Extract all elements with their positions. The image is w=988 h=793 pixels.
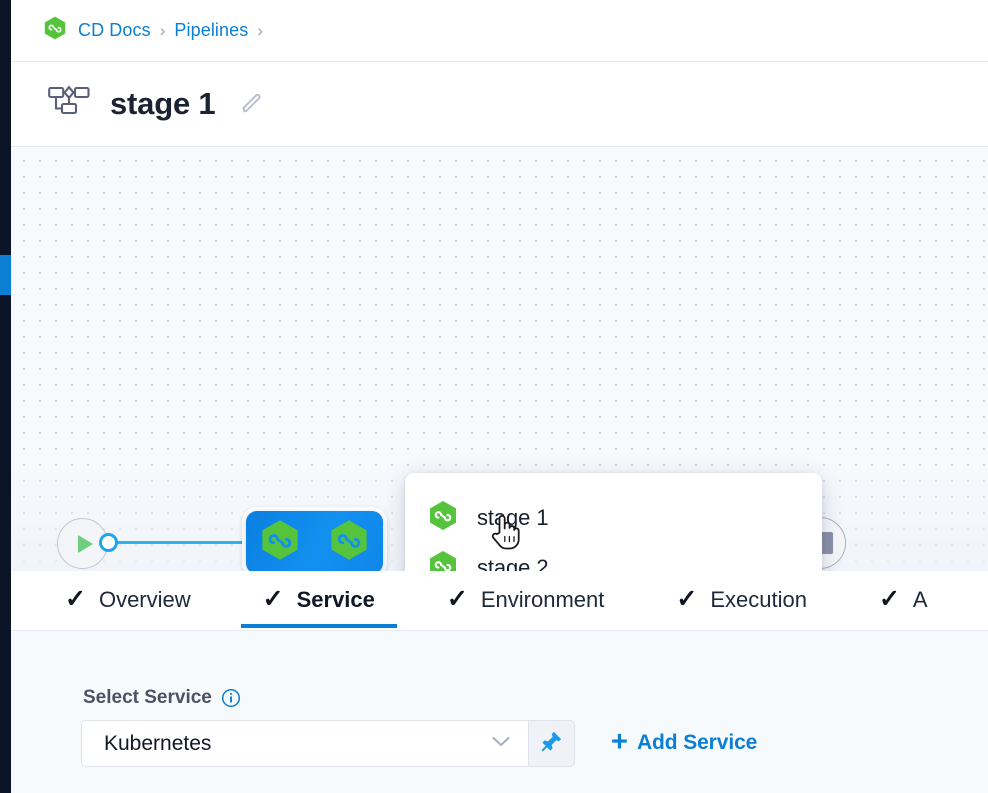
tab-label: Execution [710,586,807,612]
info-circle-icon[interactable] [221,688,241,708]
tab-overview[interactable]: ✓ Overview [43,571,213,628]
breadcrumb-item-pipelines[interactable]: Pipelines [174,20,249,40]
tab-label: A [912,586,928,612]
tab-label: Service [296,586,375,612]
stage-selection-popup[interactable]: stage 1 stage 2 [405,473,822,571]
popup-item-stage-1[interactable]: stage 1 [405,493,822,543]
stage-config-tabs[interactable]: ✓ Overview ✓ Service ✓ Environment ✓ Exe… [11,571,988,631]
breadcrumb: CD Docs › Pipelines › [11,0,988,62]
stop-bar-icon [821,532,833,554]
select-service-control[interactable]: Kubernetes [81,720,575,767]
chevron-right-icon: › [257,21,264,40]
pin-icon [541,730,563,757]
select-service-label-row: Select Service [83,687,241,709]
tab-environment[interactable]: ✓ Environment [425,571,626,628]
tab-label: Overview [98,586,191,612]
add-service-button[interactable]: + Add Service [611,728,757,757]
harness-cd-hexagon-icon [330,519,368,566]
check-icon: ✓ [878,585,900,613]
chevron-right-icon: › [159,21,166,40]
popup-item-stage-2[interactable]: stage 2 [405,543,822,571]
start-connector-dot[interactable] [99,533,118,552]
check-icon: ✓ [262,585,284,613]
nav-rail-active-indicator [0,255,11,295]
breadcrumb-item-cd-docs[interactable]: CD Docs [78,20,151,40]
left-nav-rail [0,0,11,793]
tab-execution[interactable]: ✓ Execution [654,571,829,628]
pipeline-connector-line [115,540,250,544]
stage-group-node[interactable] [246,511,383,571]
check-icon: ✓ [676,585,698,613]
plus-icon: + [611,726,628,758]
service-dropdown-value: Kubernetes [104,731,212,755]
pipeline-canvas[interactable]: stage 1 + 1 more stages Add Stage stage … [11,147,988,571]
play-triangle-icon [77,534,93,553]
select-service-label: Select Service [83,687,212,708]
chevron-down-icon[interactable] [490,734,512,753]
pencil-edit-icon[interactable] [237,89,267,119]
check-icon: ✓ [446,585,468,613]
harness-cd-hexagon-icon [44,16,66,45]
service-form-panel: Select Service Kubernetes [11,631,988,793]
pipeline-stage-diagram-icon [48,85,90,124]
add-service-label: Add Service [636,730,758,754]
service-dropdown[interactable]: Kubernetes [81,720,529,767]
stage-title-bar: stage 1 [11,62,988,147]
tab-service[interactable]: ✓ Service [240,571,398,628]
check-icon: ✓ [65,585,86,613]
tab-label: Environment [480,586,605,612]
popup-item-label: stage 2 [477,555,549,571]
tab-advanced[interactable]: ✓ A [857,571,950,628]
harness-cd-hexagon-icon [429,550,457,571]
page-title: stage 1 [110,86,216,121]
popup-item-label: stage 1 [477,505,549,530]
harness-cd-hexagon-icon [429,500,457,536]
harness-cd-hexagon-icon [261,519,299,566]
pin-service-button[interactable] [529,720,575,767]
